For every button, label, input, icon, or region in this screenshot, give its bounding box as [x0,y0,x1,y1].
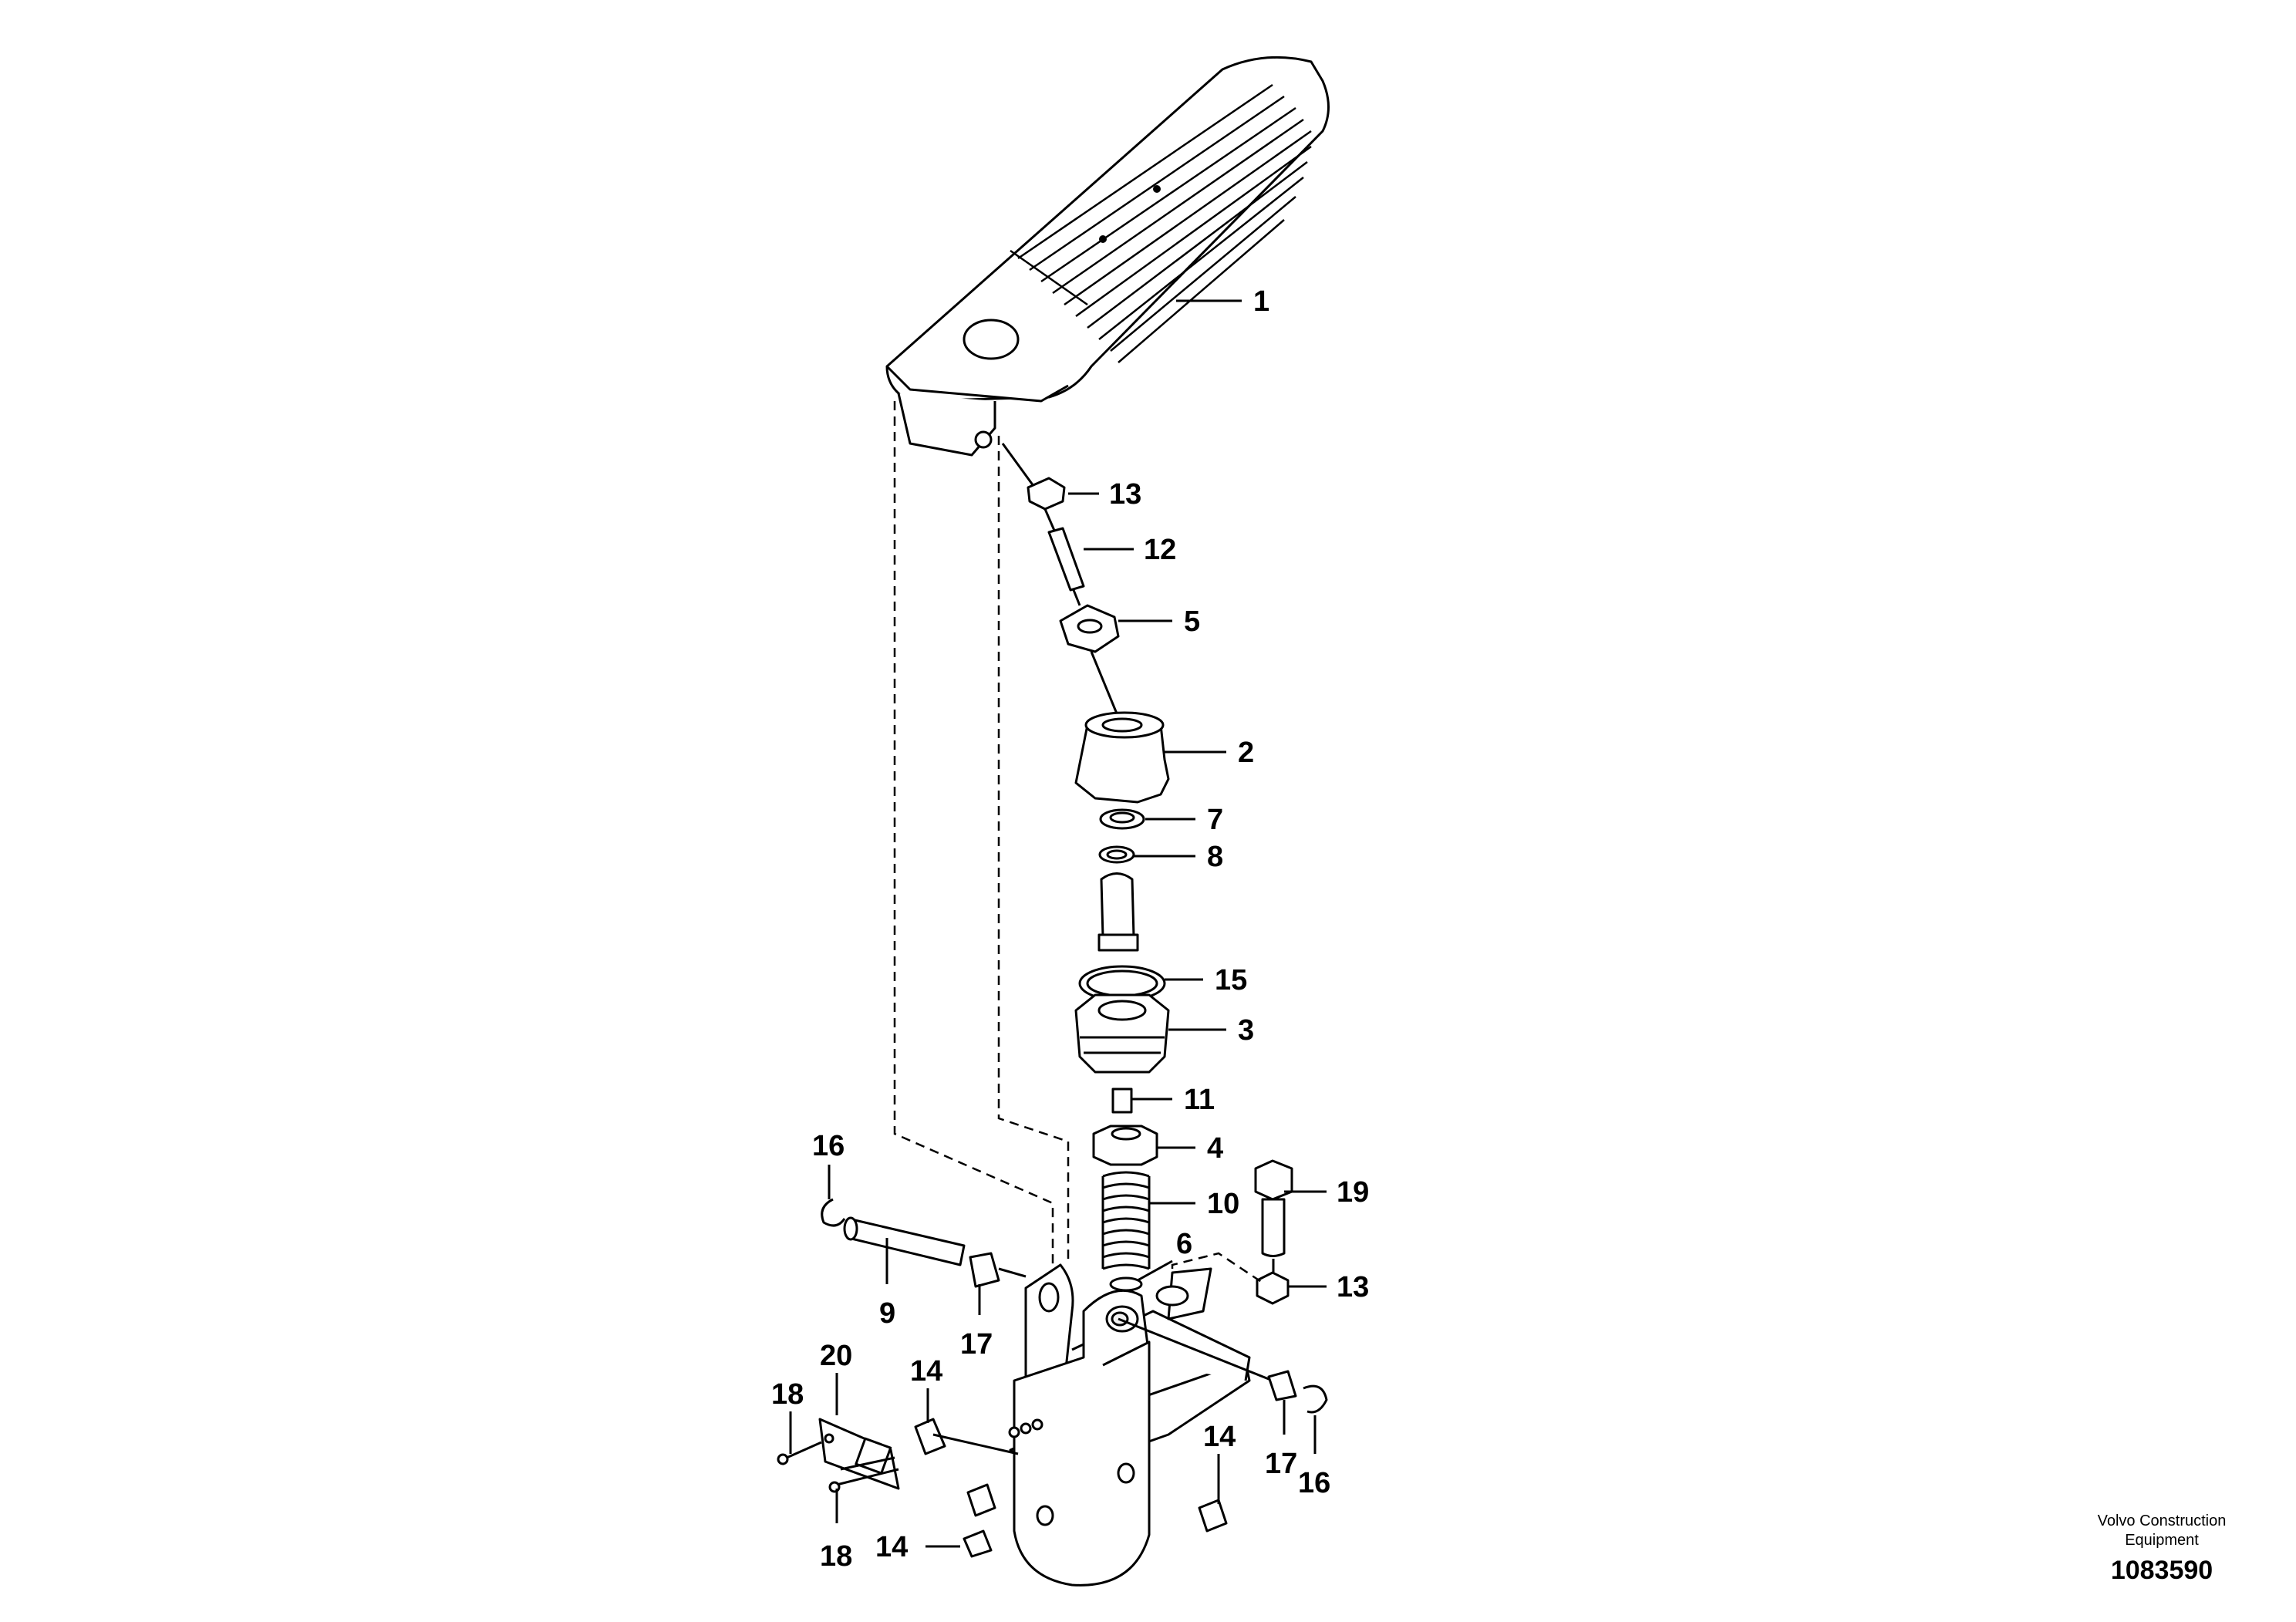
callout-19: 19 [1337,1176,1369,1209]
callout-8: 8 [1207,841,1223,873]
callout-9: 9 [879,1297,895,1330]
bracket-hardware [777,1159,1328,1558]
callout-20: 20 [820,1340,852,1372]
assembly-dashed-lines [893,401,1266,1286]
drawing-caption: Volvo Construction Equipment 1083590 [2098,1512,2227,1585]
callout-11: 11 [1184,1084,1215,1116]
company-name-line2: Equipment [2125,1532,2199,1549]
drawing-number: 1083590 [2111,1556,2213,1585]
callout-15: 15 [1215,964,1247,996]
callout-14-right: 14 [1203,1421,1236,1453]
callout-17-right: 17 [1265,1448,1297,1480]
callout-5: 5 [1184,605,1200,638]
callout-13-right: 13 [1337,1271,1369,1303]
callout-7: 7 [1207,804,1223,836]
callout-4: 4 [1207,1132,1223,1165]
pedal-part-1 [885,56,1330,457]
callout-labels: 1 13 12 5 2 7 8 15 3 11 4 10 6 19 13 16 … [771,285,1369,1573]
callout-12: 12 [1144,534,1176,566]
callout-1: 1 [1253,285,1269,318]
callout-14-bottom: 14 [875,1531,908,1563]
callout-18-bottom: 18 [820,1540,852,1573]
callout-14-left: 14 [910,1355,942,1388]
callout-2: 2 [1238,737,1254,769]
pedal-base-bracket [1008,1263,1251,1587]
company-name-line1: Volvo Construction [2098,1512,2227,1529]
callout-18-top: 18 [771,1378,804,1411]
callout-6: 6 [1176,1228,1192,1260]
callout-16-right: 16 [1298,1467,1330,1499]
callout-10: 10 [1207,1188,1239,1220]
callout-leaders [789,299,1327,1548]
callout-13-top: 13 [1109,478,1141,511]
callout-3: 3 [1238,1014,1254,1047]
callout-17-left: 17 [960,1328,993,1361]
callout-16-left: 16 [812,1130,845,1162]
pedal-linkage-stack [1001,443,1170,1307]
